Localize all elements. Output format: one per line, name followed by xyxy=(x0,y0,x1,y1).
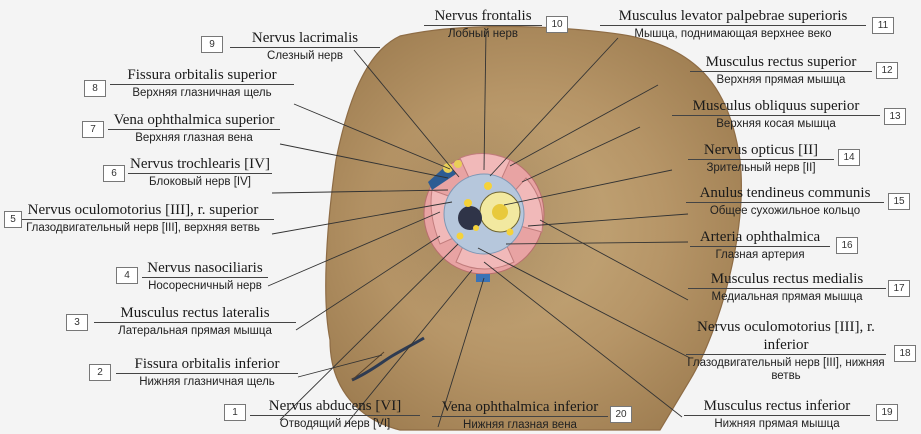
label-nervus-opticus: Nervus opticus [II] Зрительный нерв [II] xyxy=(688,141,834,175)
number-marker: 1 xyxy=(224,404,246,421)
number-marker: 16 xyxy=(836,237,858,254)
russian-name: Носоресничный нерв xyxy=(142,277,268,293)
label-nervus-trochlearis: Nervus trochlearis [IV] Блоковый нерв [I… xyxy=(128,155,272,189)
latin-name: Vena ophthalmica superior xyxy=(108,111,280,129)
russian-name: Отводящий нерв [VI] xyxy=(250,415,420,431)
number-marker: 13 xyxy=(884,108,906,125)
number-marker: 18 xyxy=(894,345,916,362)
russian-name: Зрительный нерв [II] xyxy=(688,159,834,175)
number-marker: 9 xyxy=(201,36,223,53)
label-musculus-rectus-lateralis: Musculus rectus lateralis Латеральная пр… xyxy=(94,304,296,338)
russian-name: Верхняя глазничная щель xyxy=(110,84,294,100)
russian-name: Глазодвигательный нерв [III], нижняя вет… xyxy=(686,354,886,383)
label-nervus-nasociliaris: Nervus nasociliaris Носоресничный нерв xyxy=(142,259,268,293)
russian-name: Верхняя косая мышца xyxy=(672,115,880,131)
latin-name: Musculus rectus superior xyxy=(690,53,872,71)
number-marker: 14 xyxy=(838,149,860,166)
latin-name: Anulus tendineus communis xyxy=(686,184,884,202)
russian-name: Слезный нерв xyxy=(230,47,380,63)
russian-name: Латеральная прямая мышца xyxy=(94,322,296,338)
label-nervus-oculomotorius-superior: Nervus oculomotorius [III], r. superior … xyxy=(12,201,274,235)
label-nervus-lacrimalis: Nervus lacrimalis Слезный нерв xyxy=(230,29,380,63)
number-marker: 6 xyxy=(103,165,125,182)
number-marker: 12 xyxy=(876,62,898,79)
latin-name: Nervus lacrimalis xyxy=(230,29,380,47)
latin-name: Vena ophthalmica inferior xyxy=(432,398,608,416)
number-marker: 2 xyxy=(89,364,111,381)
russian-name: Нижняя глазная вена xyxy=(432,416,608,432)
number-marker: 10 xyxy=(546,16,568,33)
latin-name: Nervus trochlearis [IV] xyxy=(128,155,272,173)
number-marker: 5 xyxy=(4,211,22,228)
russian-name: Медиальная прямая мышца xyxy=(688,288,886,304)
russian-name: Блоковый нерв [IV] xyxy=(128,173,272,189)
label-musculus-rectus-medialis: Musculus rectus medialis Медиальная прям… xyxy=(688,270,886,304)
label-fissura-orbitalis-superior: Fissura orbitalis superior Верхняя глазн… xyxy=(110,66,294,100)
number-marker: 7 xyxy=(82,121,104,138)
latin-name: Nervus oculomotorius [III], r. superior xyxy=(12,201,274,219)
latin-name: Nervus oculomotorius [III], r. inferior xyxy=(686,318,886,354)
latin-name: Musculus rectus inferior xyxy=(684,397,870,415)
number-marker: 3 xyxy=(66,314,88,331)
latin-name: Fissura orbitalis inferior xyxy=(116,355,298,373)
latin-name: Fissura orbitalis superior xyxy=(110,66,294,84)
number-marker: 11 xyxy=(872,17,894,34)
russian-name: Нижняя прямая мышца xyxy=(684,415,870,431)
latin-name: Musculus rectus lateralis xyxy=(94,304,296,322)
number-marker: 17 xyxy=(888,280,910,297)
russian-name: Глазодвигательный нерв [III], верхняя ве… xyxy=(12,219,274,235)
label-musculus-obliquus-superior: Musculus obliquus superior Верхняя косая… xyxy=(672,97,880,131)
label-arteria-ophthalmica: Arteria ophthalmica Глазная артерия xyxy=(690,228,830,262)
latin-name: Nervus frontalis xyxy=(424,7,542,25)
russian-name: Общее сухожильное кольцо xyxy=(686,202,884,218)
russian-name: Мышца, поднимающая верхнее веко xyxy=(600,25,866,41)
russian-name: Верхняя прямая мышца xyxy=(690,71,872,87)
latin-name: Musculus rectus medialis xyxy=(688,270,886,288)
latin-name: Musculus levator palpebrae superioris xyxy=(600,7,866,25)
latin-name: Nervus opticus [II] xyxy=(688,141,834,159)
russian-name: Лобный нерв xyxy=(424,25,542,41)
label-nervus-abducens: Nervus abducens [VI] Отводящий нерв [VI] xyxy=(250,397,420,431)
label-anulus-tendineus-communis: Anulus tendineus communis Общее сухожиль… xyxy=(686,184,884,218)
label-vena-ophthalmica-superior: Vena ophthalmica superior Верхняя глазна… xyxy=(108,111,280,145)
latin-name: Musculus obliquus superior xyxy=(672,97,880,115)
latin-name: Nervus abducens [VI] xyxy=(250,397,420,415)
label-vena-ophthalmica-inferior: Vena ophthalmica inferior Нижняя глазная… xyxy=(432,398,608,432)
number-marker: 15 xyxy=(888,193,910,210)
label-nervus-oculomotorius-inferior: Nervus oculomotorius [III], r. inferior … xyxy=(686,318,886,383)
number-marker: 8 xyxy=(84,80,106,97)
russian-name: Нижняя глазничная щель xyxy=(116,373,298,389)
label-musculus-rectus-inferior: Musculus rectus inferior Нижняя прямая м… xyxy=(684,397,870,431)
latin-name: Arteria ophthalmica xyxy=(690,228,830,246)
number-marker: 4 xyxy=(116,267,138,284)
label-musculus-rectus-superior: Musculus rectus superior Верхняя прямая … xyxy=(690,53,872,87)
label-fissura-orbitalis-inferior: Fissura orbitalis inferior Нижняя глазни… xyxy=(116,355,298,389)
latin-name: Nervus nasociliaris xyxy=(142,259,268,277)
label-musculus-levator-palpebrae: Musculus levator palpebrae superioris Мы… xyxy=(600,7,866,41)
label-nervus-frontalis: Nervus frontalis Лобный нерв xyxy=(424,7,542,41)
russian-name: Глазная артерия xyxy=(690,246,830,262)
number-marker: 19 xyxy=(876,404,898,421)
russian-name: Верхняя глазная вена xyxy=(108,129,280,145)
number-marker: 20 xyxy=(610,406,632,423)
